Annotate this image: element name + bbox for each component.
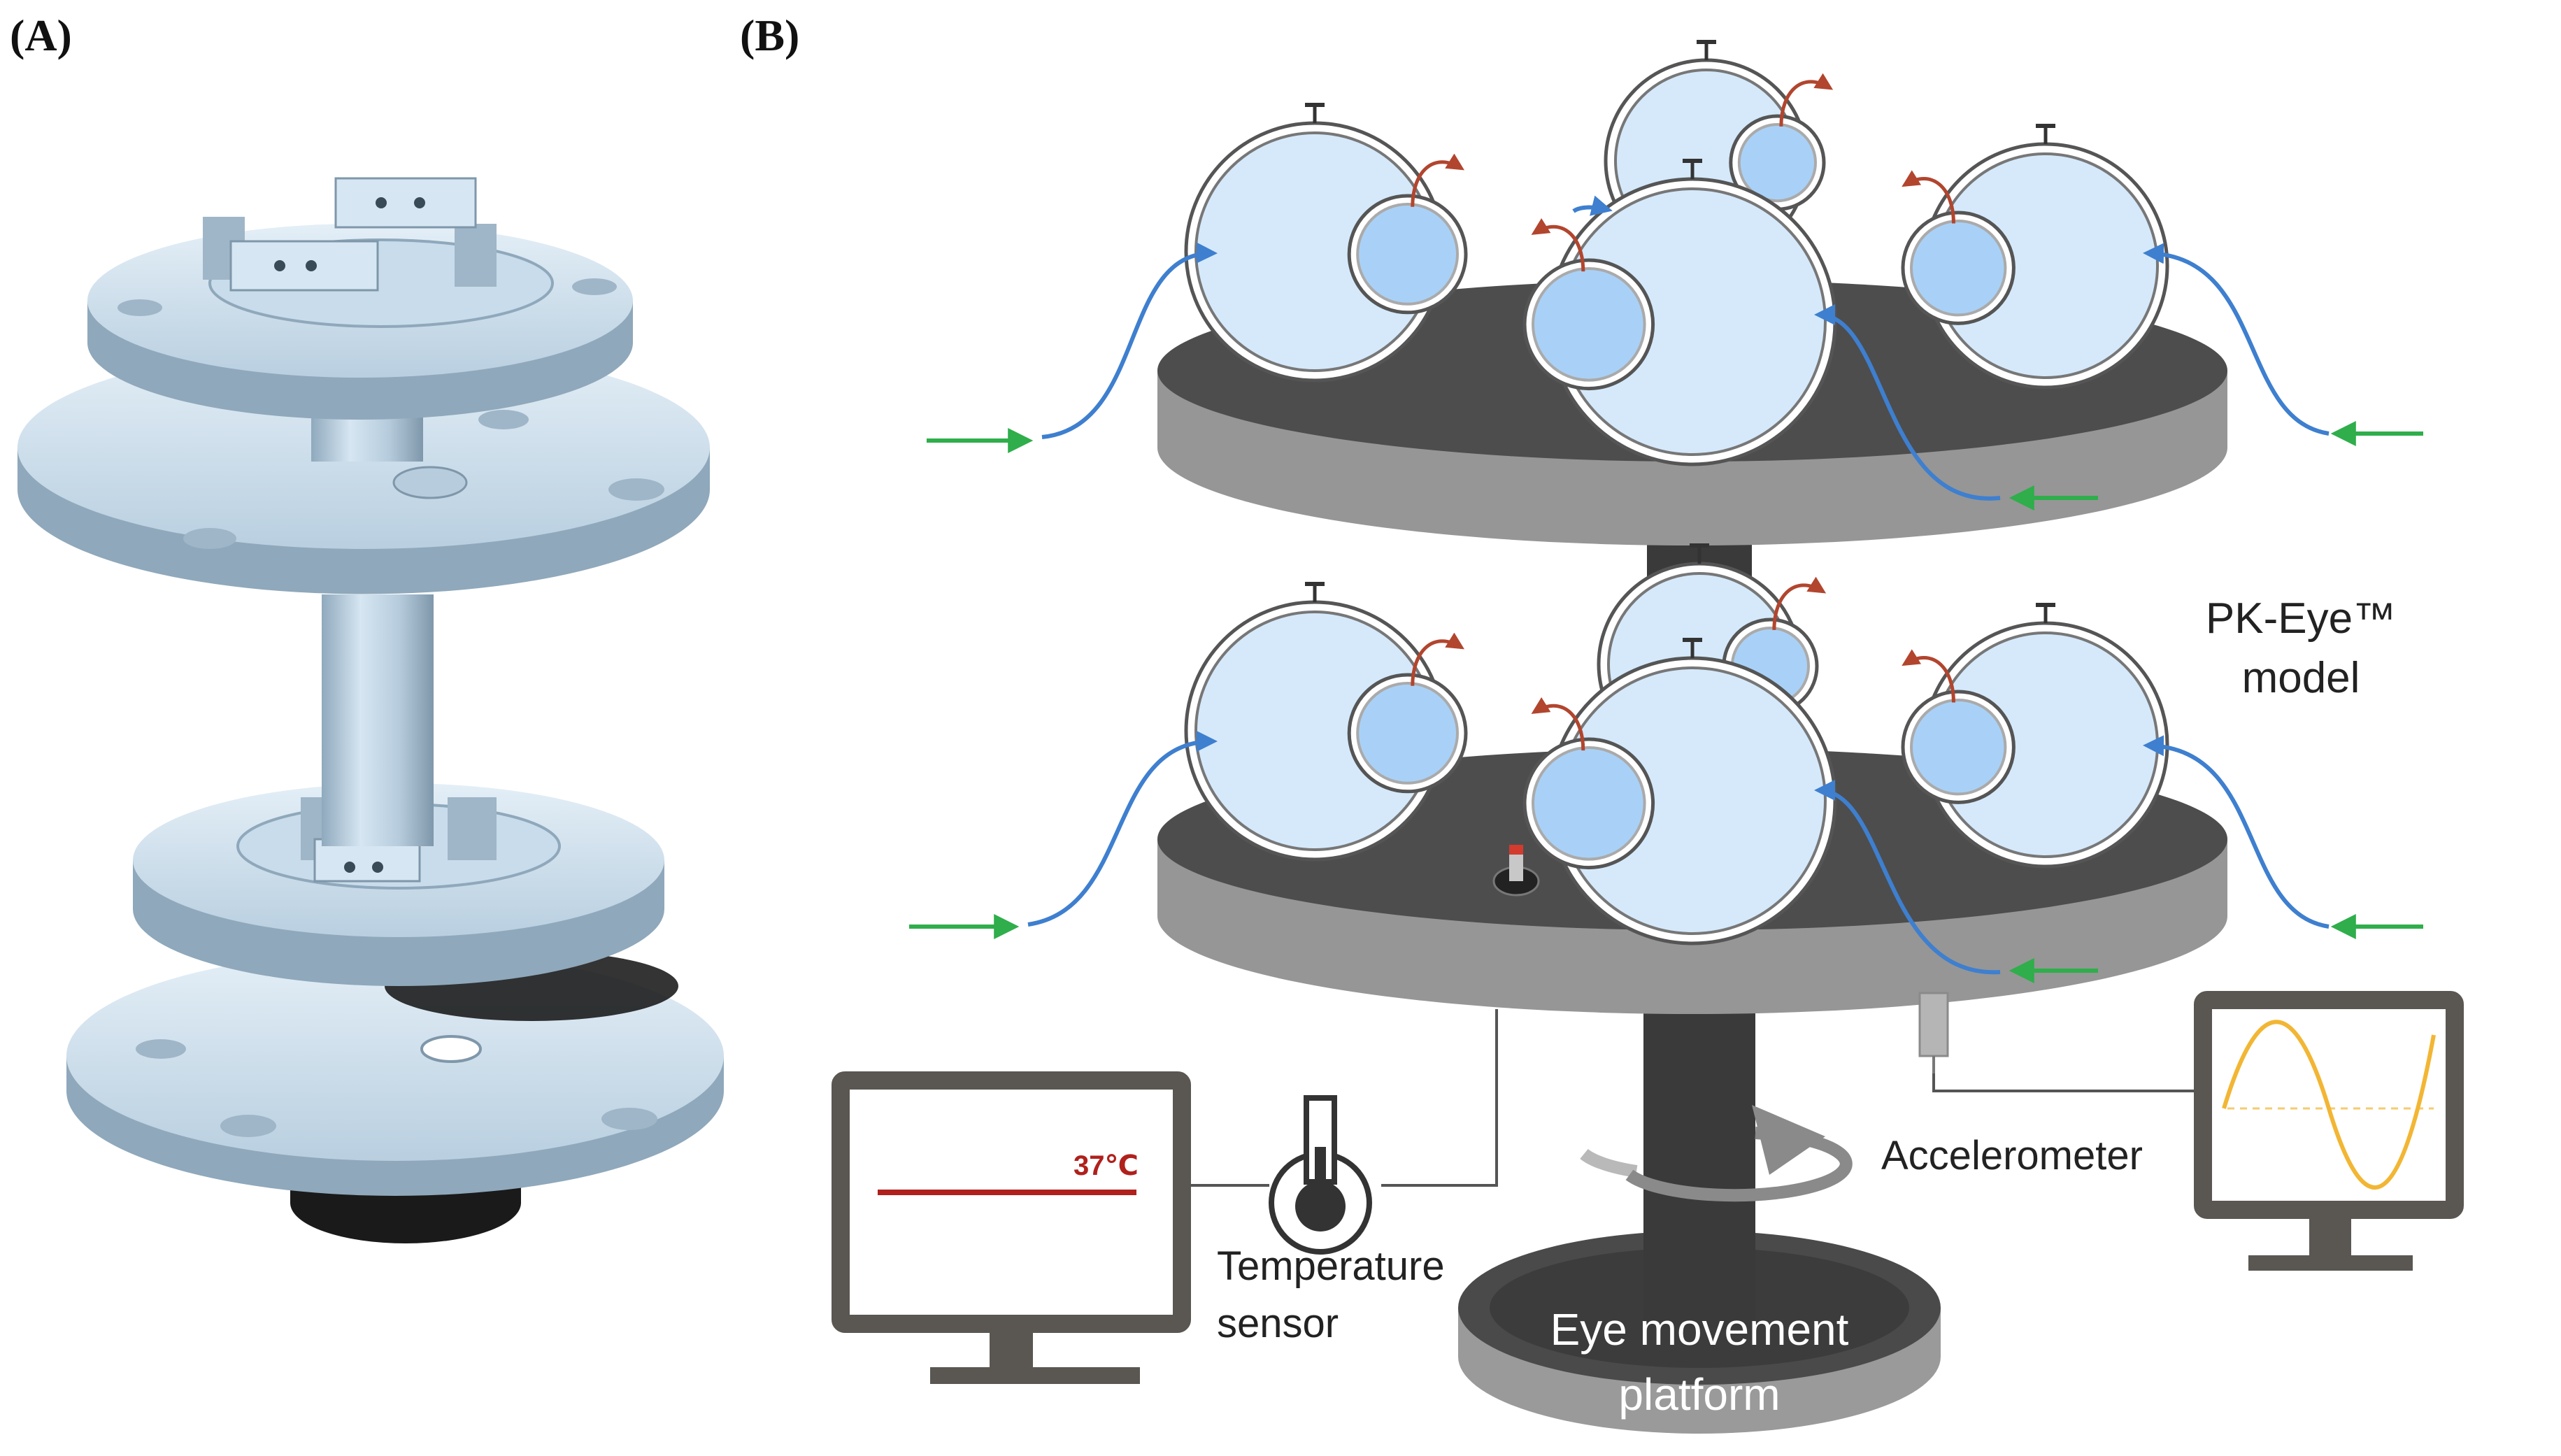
temperature-label-line2: sensor bbox=[1217, 1301, 1339, 1346]
temperature-monitor bbox=[832, 1071, 1191, 1384]
rotation-arrow-icon bbox=[1580, 1105, 1853, 1202]
eye-upper-left bbox=[1184, 103, 1468, 383]
sine-wave-trace bbox=[2222, 1020, 2436, 1190]
inflow-lower-front bbox=[1814, 780, 2001, 975]
inflow-lower-right bbox=[2143, 735, 2330, 929]
eye-upper-front bbox=[1522, 159, 1837, 466]
temperature-reading: 37℃ bbox=[1073, 1150, 1139, 1181]
inflow-upper-right bbox=[2143, 243, 2330, 436]
temperature-label-line1: Temperature bbox=[1217, 1243, 1445, 1289]
inflow-upper-back bbox=[1572, 195, 1613, 216]
eye-lower-front bbox=[1522, 638, 1837, 945]
feed-arrows bbox=[909, 421, 2423, 983]
platform-label-line1: Eye movement bbox=[1550, 1304, 1849, 1355]
eye-upper-right bbox=[1901, 124, 2169, 390]
panel-a-label: (A) bbox=[10, 10, 72, 60]
eye-lower-left bbox=[1184, 582, 1468, 862]
eye-lower-right bbox=[1901, 603, 2169, 869]
inflow-lower-left bbox=[1027, 731, 1218, 927]
central-shaft bbox=[1643, 965, 1755, 1329]
temperature-sensor-icon bbox=[1191, 1009, 1498, 1255]
model-label-line2: model bbox=[2242, 654, 2360, 702]
accelerometer-monitor bbox=[2194, 991, 2464, 1271]
eye-models bbox=[1027, 40, 2330, 975]
inflow-upper-left bbox=[1041, 242, 1218, 439]
panel-b-label: (B) bbox=[740, 10, 799, 60]
accelerometer-label: Accelerometer bbox=[1881, 1133, 2143, 1178]
model-label-line1: PK-Eye™ bbox=[2206, 594, 2396, 643]
panel-a-holder-render bbox=[17, 177, 724, 1243]
eye-movement-platform bbox=[1458, 1231, 1941, 1434]
accelerometer-sensor-icon bbox=[1918, 992, 2203, 1092]
platform-label-line2: platform bbox=[1618, 1369, 1780, 1420]
inflow-upper-front bbox=[1814, 304, 2001, 501]
